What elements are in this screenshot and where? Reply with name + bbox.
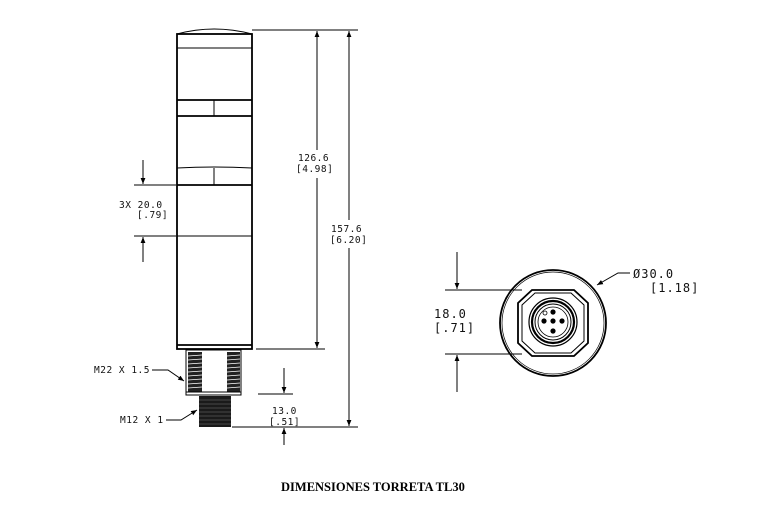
dim-total-height: 157.6 [6.20] <box>330 31 367 426</box>
thread-label: M22 X 1.5 <box>94 365 150 376</box>
dim-diameter: Ø30.0 [1.18] <box>596 267 699 295</box>
dim-label: 18.0 <box>434 307 467 321</box>
connector-pins <box>541 309 565 334</box>
dim-label: 126.6 <box>298 153 329 164</box>
leader-m22: M22 X 1.5 <box>94 365 185 382</box>
leader-m12: M12 X 1 <box>120 409 198 426</box>
connector-m12 <box>199 396 231 427</box>
dim-label-inch: [.79] <box>137 210 168 221</box>
outer-circle <box>499 269 607 377</box>
mount-thread-m22 <box>185 349 242 396</box>
tower-bottom-view <box>499 269 607 377</box>
dim-hex-flats: 18.0 [.71] <box>434 252 522 392</box>
dim-label-inch: [4.98] <box>296 164 333 175</box>
dim-label-inch: [6.20] <box>330 235 367 246</box>
drawing-caption: DIMENSIONES TORRETA TL30 <box>281 480 465 494</box>
thread-label: M12 X 1 <box>120 415 164 426</box>
dim-label: 13.0 <box>272 406 297 417</box>
dim-label: 157.6 <box>331 224 362 235</box>
dome-cap <box>176 28 253 35</box>
dim-body-height: 126.6 [4.98] <box>296 31 333 348</box>
dim-label-inch: [.71] <box>434 321 475 335</box>
dim-segment-height: 3X 20.0 [.79] <box>119 160 176 262</box>
tower-body <box>176 33 253 350</box>
dim-label-inch: [.51] <box>269 417 300 428</box>
dim-connector-length: 13.0 [.51] <box>269 368 300 445</box>
hex-nut <box>517 289 589 357</box>
dim-label: 3X 20.0 <box>119 200 163 211</box>
dim-label-inch: [1.18] <box>650 281 699 295</box>
tower-side-view <box>176 28 253 350</box>
dim-label: Ø30.0 <box>633 267 674 281</box>
